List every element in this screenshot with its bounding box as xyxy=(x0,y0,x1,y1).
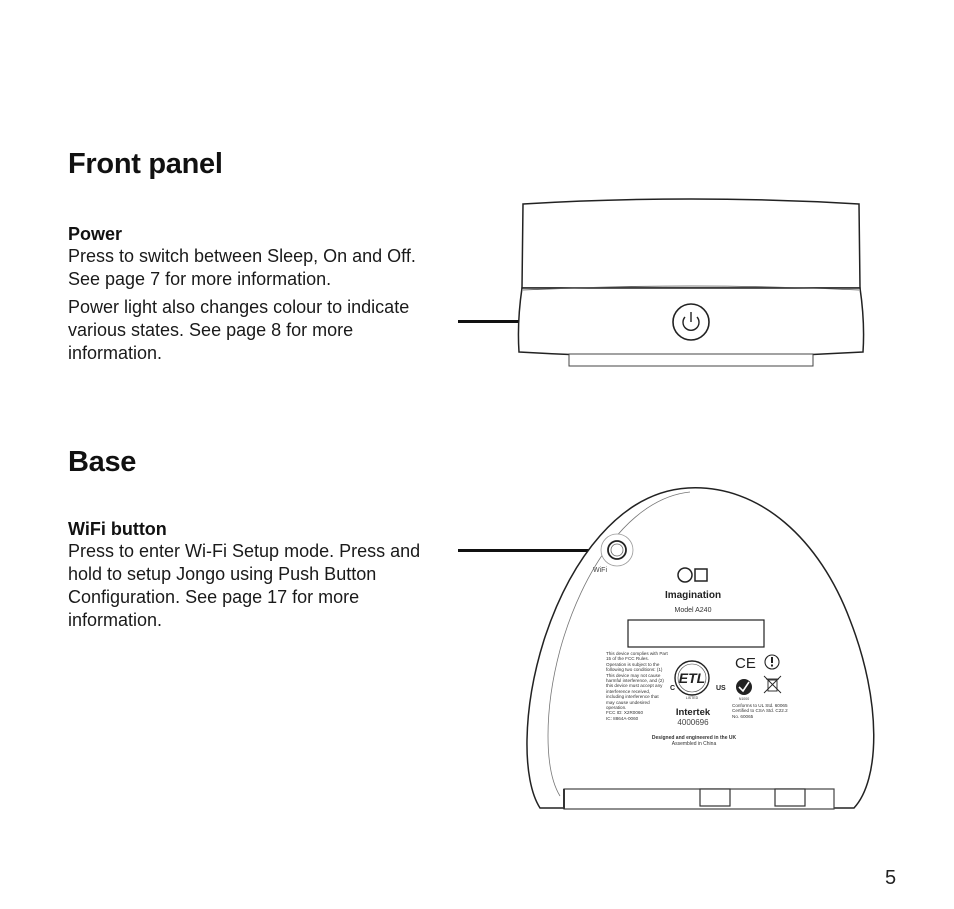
svg-text:LISTED: LISTED xyxy=(686,696,699,700)
power-label: Power xyxy=(68,224,123,244)
ul-csa-statement: Conforms to UL Std. 60065 Certified to C… xyxy=(732,703,788,719)
front-panel-heading: Front panel xyxy=(68,148,223,180)
model-number: Model A240 xyxy=(675,607,712,614)
c-tick-mark-icon xyxy=(736,679,752,695)
designed-in-uk: Designed and engineered in the UK xyxy=(652,735,737,741)
etl-listed-mark: ETL LISTED xyxy=(674,660,710,700)
wifi-caption: WiFi xyxy=(593,567,607,574)
c-tick-code: N1000 xyxy=(739,697,749,701)
power-text-2: Power light also changes colour to indic… xyxy=(68,297,410,363)
wifi-label: WiFi button xyxy=(68,519,167,539)
etl-c-label: C xyxy=(670,685,675,692)
base-device-illustration: WiFi Imagination Model A240 This device … xyxy=(526,487,875,810)
svg-text:ETL: ETL xyxy=(679,670,705,686)
power-icon xyxy=(682,312,700,331)
front-panel-device-illustration xyxy=(517,198,865,367)
warning-icon xyxy=(764,654,780,670)
serial-number-box xyxy=(627,619,765,648)
wifi-description: WiFi button Press to enter Wi-Fi Setup m… xyxy=(68,518,443,632)
assembled-in-china: Assembled in China xyxy=(672,741,717,747)
brand-name: Imagination xyxy=(665,590,721,601)
ce-mark-icon: CE xyxy=(735,655,756,672)
wifi-callout-line xyxy=(458,549,604,552)
ic-id: IC: 8864A-0060 xyxy=(606,715,639,721)
power-description: Power Press to switch between Sleep, On … xyxy=(68,223,448,365)
wifi-button[interactable] xyxy=(600,533,634,567)
wifi-text: Press to enter Wi-Fi Setup mode. Press a… xyxy=(68,541,421,630)
imagination-logo-icon xyxy=(677,567,708,583)
power-button[interactable] xyxy=(672,303,710,341)
fcc-statement: This device complies with Part 15 of the… xyxy=(606,651,668,711)
intertek-number: 4000696 xyxy=(677,718,709,727)
fcc-id: FCC ID: X2R0060 xyxy=(606,710,644,716)
weee-bin-icon xyxy=(763,675,782,694)
intertek-name: Intertek xyxy=(676,707,711,718)
page-number: 5 xyxy=(885,867,897,889)
etl-us-label: US xyxy=(716,685,726,692)
power-text-1: Press to switch between Sleep, On and Of… xyxy=(68,246,416,289)
base-heading: Base xyxy=(68,446,137,478)
